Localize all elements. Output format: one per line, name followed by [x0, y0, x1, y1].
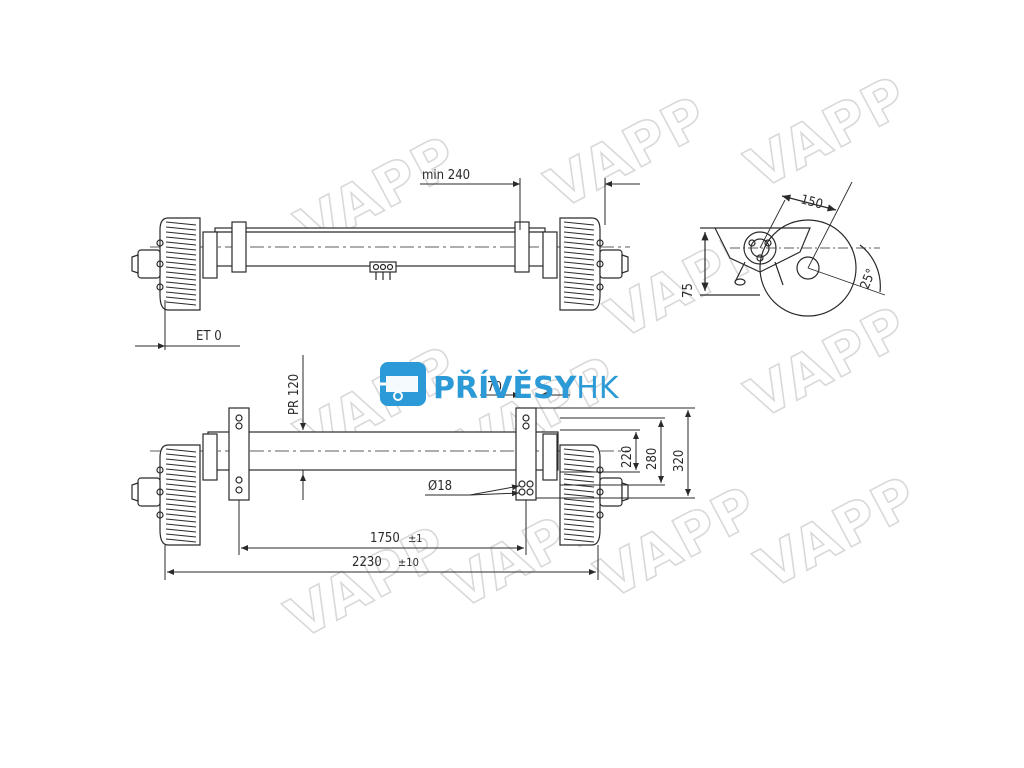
dim-150-label: 150	[799, 192, 824, 212]
dim-280-label: 280	[645, 448, 660, 470]
dim-2230-tol: ±10	[398, 556, 419, 569]
dim-min240-label: min 240	[422, 168, 470, 183]
dim-70-label: 70	[487, 380, 502, 395]
watermark-text: VAPP	[736, 64, 919, 203]
svg-text:PŘÍVĚSYHK: PŘÍVĚSYHK	[433, 370, 620, 406]
dim-dia18-label: Ø18	[428, 479, 452, 494]
dim-2230-label: 2230	[352, 555, 382, 570]
dim-pr120-label: PR 120	[287, 374, 302, 415]
dim-2230	[164, 545, 599, 580]
axle-top-view	[131, 217, 630, 311]
dim-heights	[536, 407, 695, 499]
dim-320-label: 320	[672, 450, 687, 472]
dim-min240	[420, 178, 640, 230]
dim-et0	[135, 300, 240, 350]
axle-bottom-view	[131, 407, 630, 546]
brand-logo: PŘÍVĚSYHK	[380, 362, 620, 406]
watermark-text: VAPP	[536, 84, 719, 223]
logo-brand-light: HK	[576, 371, 620, 406]
dim-1750-tol: ±1	[408, 532, 423, 545]
tire-tread-left	[165, 221, 197, 306]
watermark-text: VAPP	[736, 294, 919, 433]
watermark-text: VAPP	[746, 464, 929, 603]
logo-brand-bold: PŘÍVĚSY	[433, 370, 578, 406]
dim-dia18	[425, 484, 520, 497]
tire-tread-left-bottom	[165, 448, 197, 543]
dim-et0-label: ET 0	[196, 329, 222, 344]
dim-75-label: 75	[681, 283, 696, 298]
dim-220-label: 220	[620, 446, 635, 468]
dim-1750-label: 1750	[370, 531, 400, 546]
axle-side-view	[700, 181, 886, 317]
tire-tread-right	[563, 221, 595, 306]
dim-angle-label: 25°	[858, 267, 880, 292]
dim-1750	[238, 500, 527, 555]
watermark-text: VAPP	[276, 514, 459, 653]
